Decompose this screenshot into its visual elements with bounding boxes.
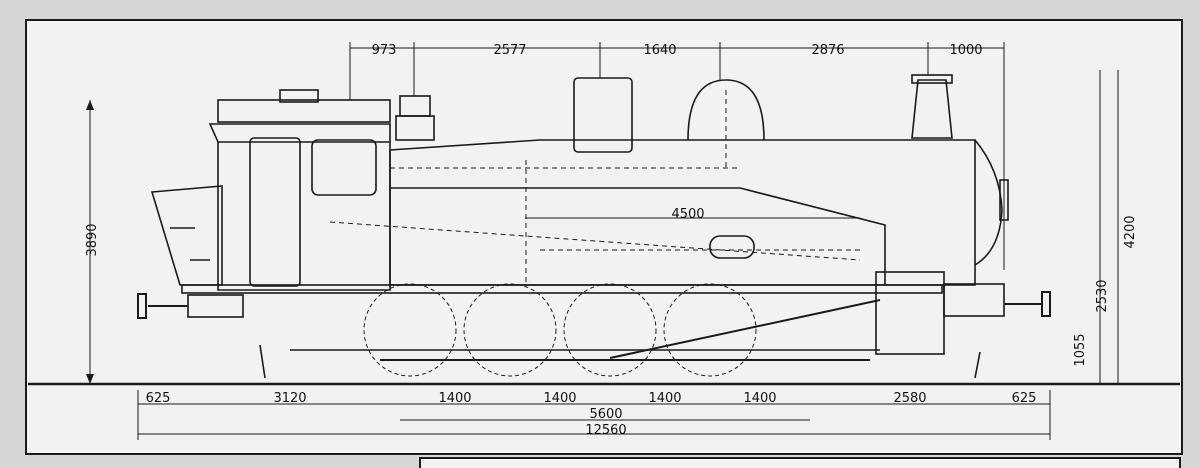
dim-4200: 4200 bbox=[1123, 215, 1138, 248]
air-reservoir bbox=[709, 235, 755, 259]
sand-box bbox=[573, 77, 633, 153]
dim-bottom-1400-d: 1400 bbox=[743, 391, 776, 406]
dim-wheelbase: 5600 bbox=[589, 407, 622, 422]
dimension-lines bbox=[89, 42, 1119, 440]
front-buffer-beam bbox=[943, 283, 1005, 317]
dim-bottom-625-right: 625 bbox=[1012, 391, 1037, 406]
dim-2876: 2876 bbox=[811, 43, 844, 58]
wheel-1 bbox=[363, 283, 457, 377]
drawing-sheet bbox=[25, 19, 1183, 455]
dim-bottom-625-left: 625 bbox=[146, 391, 171, 406]
roof-vent bbox=[279, 89, 319, 103]
dim-1640: 1640 bbox=[643, 43, 676, 58]
safety-valve-base bbox=[395, 115, 435, 141]
dim-973: 973 bbox=[372, 43, 397, 58]
buffers bbox=[137, 291, 1051, 319]
wheel-3 bbox=[563, 283, 657, 377]
smokebox-front bbox=[974, 139, 1003, 266]
dim-1055: 1055 bbox=[1073, 333, 1088, 366]
connecting-rod bbox=[609, 299, 881, 359]
boiler-line bbox=[390, 187, 886, 285]
hidden-lines bbox=[329, 90, 861, 285]
dim-4500: 4500 bbox=[671, 207, 704, 222]
dim-bottom-2580: 2580 bbox=[893, 391, 926, 406]
cab-window bbox=[311, 139, 377, 196]
rear-buffer-head bbox=[137, 293, 147, 319]
locomotive-outline bbox=[150, 74, 1009, 379]
title-block-edge bbox=[419, 457, 1181, 468]
dim-3890: 3890 bbox=[85, 223, 100, 256]
cab-roof bbox=[217, 99, 391, 123]
dim-2530: 2530 bbox=[1095, 279, 1110, 312]
wheels bbox=[363, 283, 757, 377]
wheel-4 bbox=[663, 283, 757, 377]
steam-dome bbox=[687, 79, 765, 141]
dim-bottom-3120: 3120 bbox=[273, 391, 306, 406]
dim-bottom-1400-c: 1400 bbox=[648, 391, 681, 406]
chimney-cap bbox=[911, 74, 953, 84]
arrow-down-left bbox=[86, 374, 94, 384]
hidden-line-diagonal bbox=[329, 221, 861, 261]
dim-2577: 2577 bbox=[493, 43, 526, 58]
cab-door bbox=[249, 137, 301, 287]
dim-bottom-1400-b: 1400 bbox=[543, 391, 576, 406]
dim-1000: 1000 bbox=[949, 43, 982, 58]
dim-overall-length: 12560 bbox=[585, 423, 626, 438]
dim-bottom-1400-a: 1400 bbox=[438, 391, 471, 406]
arrow-up-left bbox=[86, 100, 94, 110]
front-buffer-head bbox=[1041, 291, 1051, 317]
wheel-2 bbox=[463, 283, 557, 377]
chimney bbox=[911, 79, 953, 139]
frame-ends bbox=[259, 344, 981, 379]
